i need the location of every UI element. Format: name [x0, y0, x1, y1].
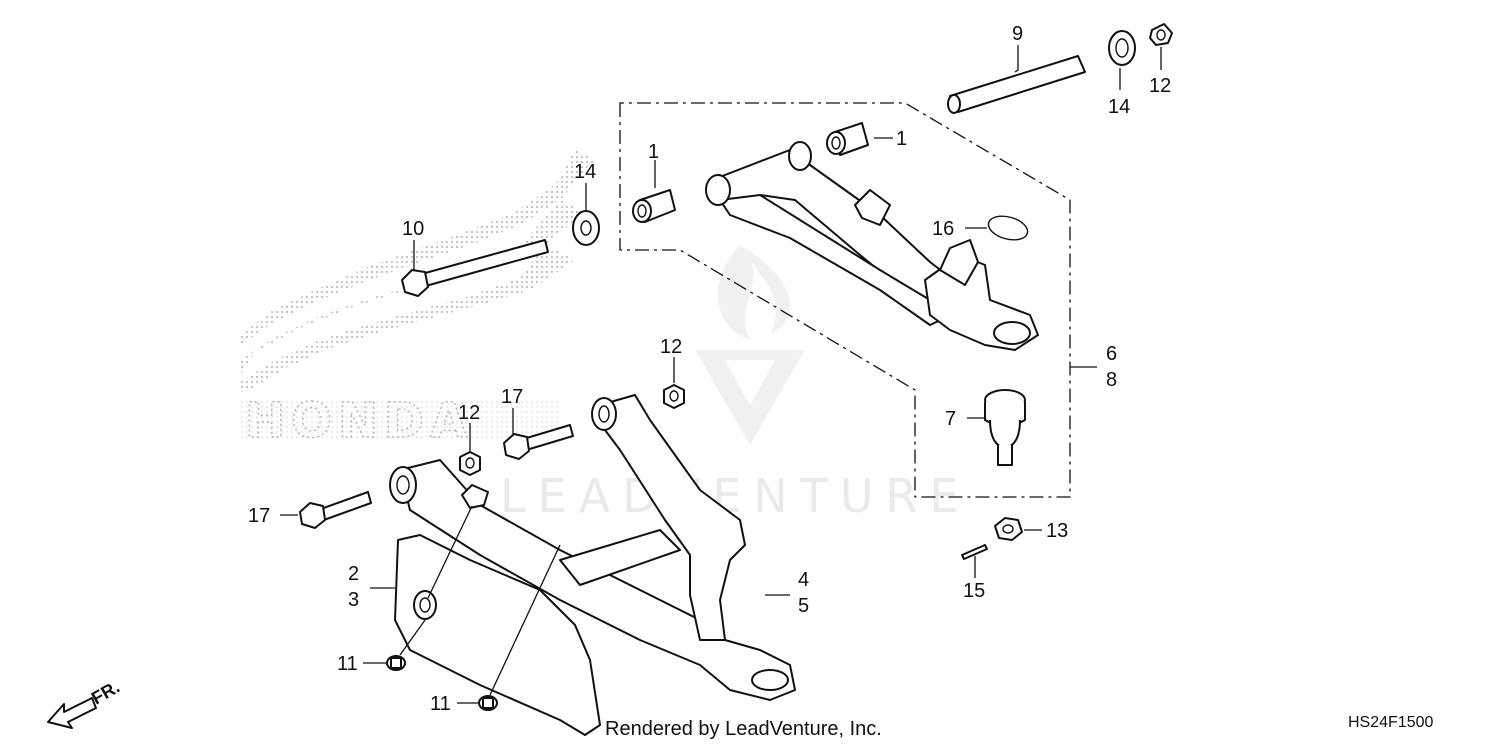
upper-arm-group-outline: [619, 102, 1071, 498]
leadventure-watermark-text: LEADVENTURE: [500, 469, 971, 523]
callout-17-left: 17: [248, 505, 270, 527]
bolt-17-right: [503, 424, 574, 460]
callout-13: 13: [1046, 520, 1068, 542]
bushing-1-right: [826, 122, 869, 156]
diagram-code: HS24F1500: [1348, 714, 1434, 731]
honda-watermark-text: HONDA: [245, 393, 473, 449]
bolt-17-left: [299, 491, 372, 529]
lower-arm: [389, 394, 796, 701]
bolt-10: [401, 239, 549, 297]
callout-12-middle: 12: [458, 402, 480, 424]
callout-7: 7: [945, 408, 956, 430]
callout-14-top: 14: [1108, 96, 1130, 118]
nut-12-top: [1149, 23, 1173, 46]
callout-4: 4: [798, 569, 809, 591]
callout-17-right: 17: [501, 386, 523, 408]
seal-14-top: [1108, 30, 1136, 66]
guard-plate: [394, 534, 601, 736]
cotter-pin-15: [961, 544, 988, 560]
callout-5: 5: [798, 595, 809, 617]
ball-joint-7: [984, 389, 1026, 466]
callout-1-right: 1: [896, 128, 907, 150]
callout-14-left: 14: [574, 161, 596, 183]
callout-12-right: 12: [660, 336, 682, 358]
circlip-16: [987, 215, 1029, 241]
upper-arm: [705, 141, 1039, 351]
callout-1-left: 1: [648, 141, 659, 163]
bolt-11-lower: [478, 695, 498, 711]
leader-lines: [280, 45, 1162, 704]
callout-11-lower: 11: [430, 693, 451, 715]
honda-wing-watermark: HONDA: [240, 150, 595, 450]
callout-16: 16: [932, 218, 954, 240]
front-direction-indicator: FR.: [47, 677, 123, 729]
callout-11-upper: 11: [337, 653, 358, 675]
callout-12-top: 12: [1149, 75, 1171, 97]
callout-10: 10: [402, 218, 424, 240]
callout-labels: 1 1 2 3 4 5 6 8 7 9 10 11 11 12 12 12 13…: [248, 23, 1171, 715]
shaft-9: [947, 55, 1086, 114]
callout-8: 8: [1106, 369, 1117, 391]
nut-12-lower-right: [663, 384, 685, 409]
nut-12-middle: [459, 451, 481, 476]
callout-9: 9: [1012, 23, 1023, 45]
front-arrow-icon: [47, 697, 97, 729]
callout-6: 6: [1106, 343, 1117, 365]
washer-14-left: [572, 210, 600, 246]
callout-3: 3: [348, 589, 359, 611]
bushing-1-left: [632, 189, 676, 223]
castle-nut-13: [994, 517, 1023, 541]
render-credit: Rendered by LeadVenture, Inc.: [605, 718, 882, 740]
callout-2: 2: [348, 563, 359, 585]
callout-15: 15: [963, 580, 985, 602]
bolt-11-upper: [386, 655, 406, 671]
